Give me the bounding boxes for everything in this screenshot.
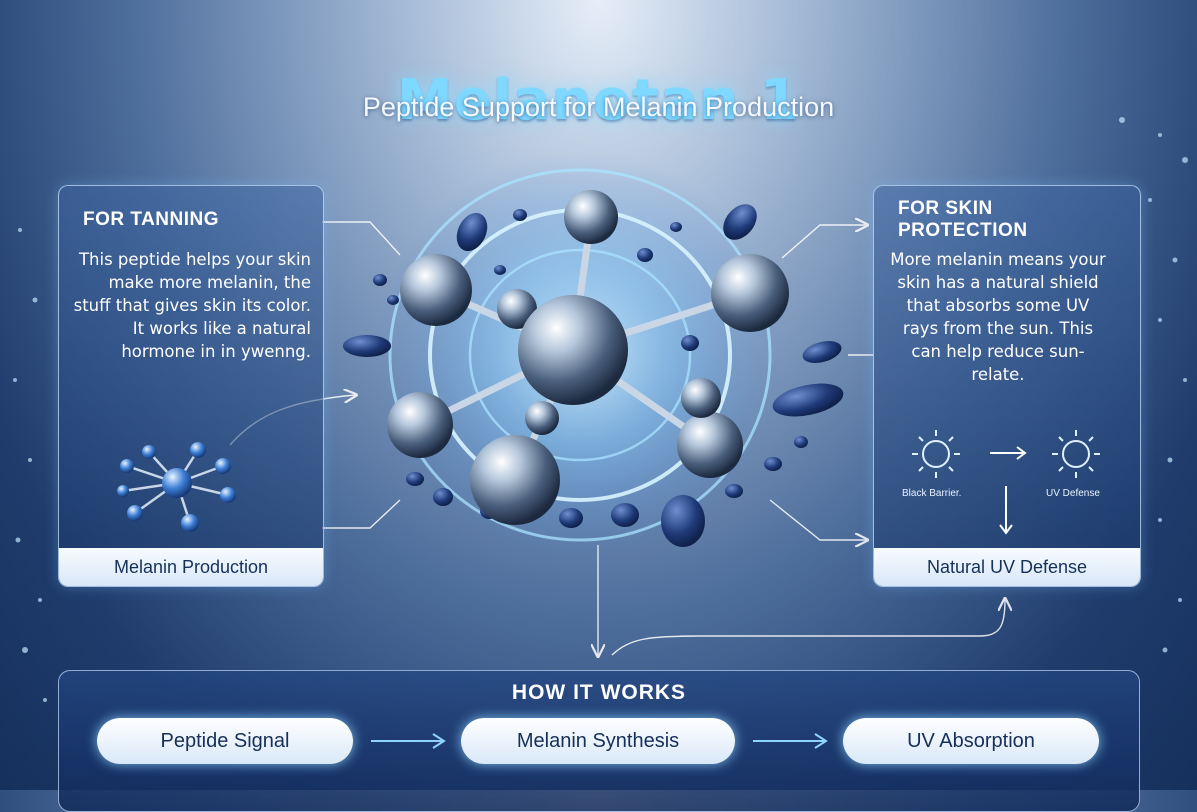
skin-protection-panel: FOR SKIN PROTECTION More melanin means y… bbox=[873, 185, 1141, 587]
arrow-icon bbox=[990, 446, 1027, 535]
melanin-production-label: Melanin Production bbox=[59, 548, 323, 586]
molecule-icon bbox=[117, 442, 236, 532]
step-peptide-signal: Peptide Signal bbox=[97, 718, 353, 764]
tanning-description: This peptide helps your skin make more m… bbox=[73, 250, 311, 361]
sun-icon bbox=[1052, 430, 1100, 478]
molecule-model bbox=[387, 190, 789, 525]
page-subtitle: Peptide Support for Melanin Production bbox=[362, 92, 835, 122]
sun-icon bbox=[912, 430, 960, 478]
page-title: Melanotan 1 bbox=[397, 67, 800, 133]
natural-uv-defense-label: Natural UV Defense bbox=[874, 548, 1140, 586]
melanin-granules bbox=[343, 204, 844, 547]
sun-diagram bbox=[912, 430, 1100, 535]
how-it-works-title: HOW IT WORKS bbox=[511, 681, 687, 704]
skin-protection-description: More melanin means your skin has a natur… bbox=[890, 250, 1106, 384]
black-barrier-label: Black Barrier. bbox=[902, 488, 962, 499]
illustration bbox=[13, 117, 1188, 702]
tanning-heading: FOR TANNING bbox=[83, 209, 220, 230]
tanning-panel: FOR TANNING This peptide helps your skin… bbox=[58, 185, 324, 587]
step-melanin-synthesis: Melanin Synthesis bbox=[461, 718, 735, 764]
step-uv-absorption: UV Absorption bbox=[843, 718, 1099, 764]
arrow-right-icon bbox=[753, 733, 828, 749]
uv-defense-label: UV Defense bbox=[1046, 488, 1100, 499]
skin-protection-heading: FOR SKIN PROTECTION bbox=[898, 198, 1028, 241]
sparkle-dots bbox=[13, 117, 1188, 702]
how-it-works-panel: HOW IT WORKS Peptide Signal Melanin Synt… bbox=[58, 670, 1140, 812]
arrow-right-icon bbox=[371, 733, 446, 749]
